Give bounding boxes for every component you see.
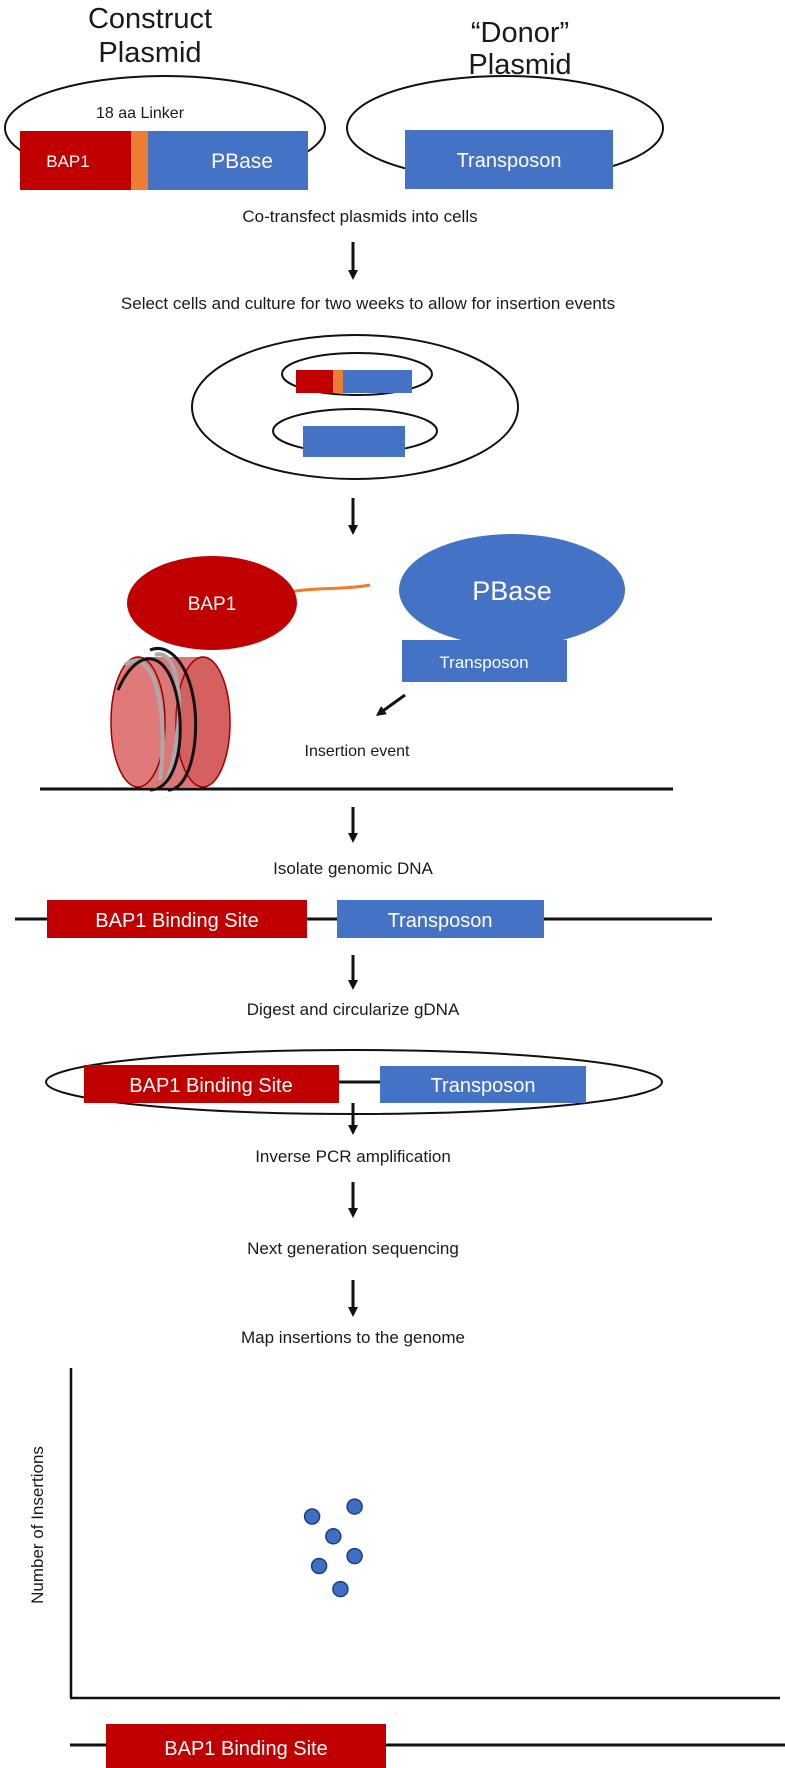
donor-transposon-label: Transposon — [457, 150, 562, 172]
step-isolate: Isolate genomic DNA — [273, 859, 433, 878]
insertion-arrow-icon — [375, 693, 406, 716]
circular-binding-site — [84, 1065, 339, 1103]
construct-pbase-segment — [148, 131, 308, 190]
complex-transposon-label: Transposon — [439, 653, 528, 672]
donor-transposon-segment — [405, 130, 613, 189]
gdna-transposon — [337, 900, 544, 938]
circular-binding-site-label: BAP1 Binding Site — [129, 1075, 292, 1097]
insertion-event-label: Insertion event — [305, 743, 411, 760]
insertion-chart: Number of Insertions — [28, 1368, 780, 1700]
bap1-protein — [127, 556, 297, 650]
construct-pbase-label: PBase — [211, 150, 273, 173]
pbase-protein-label: PBase — [472, 576, 552, 606]
bap1-protein-label: BAP1 — [188, 594, 237, 615]
cell-construct-pbase — [343, 370, 412, 393]
donor-title-line1: “Donor” — [471, 17, 569, 49]
scatter-point-5 — [310, 1557, 328, 1575]
nucleosome — [110, 647, 231, 792]
cell-construct-plasmid-ring — [281, 352, 433, 396]
cell-outline — [191, 334, 519, 480]
complex-transposon — [402, 640, 567, 682]
bottom-binding-site — [106, 1724, 386, 1768]
gdna-binding-site — [47, 900, 307, 938]
step-map: Map insertions to the genome — [241, 1328, 465, 1347]
circular-transposon-label: Transposon — [431, 1075, 536, 1097]
scatter-point-3 — [325, 1528, 342, 1545]
construct-title-line1: Construct — [88, 3, 212, 35]
scatter-point-1 — [303, 1508, 321, 1525]
cell-construct-linker — [333, 370, 343, 393]
construct-bap1-label: BAP1 — [46, 152, 89, 171]
scatter-point-4 — [346, 1547, 363, 1565]
circular-transposon — [380, 1066, 586, 1103]
scatter-point-6 — [332, 1580, 349, 1598]
step-digest: Digest and circularize gDNA — [247, 1000, 460, 1019]
cell-donor-transposon — [303, 426, 405, 457]
step-select: Select cells and culture for two weeks t… — [121, 294, 615, 313]
bottom-binding-site-label: BAP1 Binding Site — [164, 1738, 327, 1760]
chart-points — [303, 1498, 363, 1598]
linker-tether — [289, 583, 371, 594]
construct-linker-segment — [131, 131, 148, 190]
scatter-point-2 — [346, 1498, 363, 1515]
pbase-protein — [399, 534, 625, 646]
step-ngs: Next generation sequencing — [247, 1239, 459, 1258]
construct-title-line2: Plasmid — [98, 37, 201, 69]
construct-bap1-segment — [20, 131, 131, 190]
step-cotransfect: Co-transfect plasmids into cells — [242, 207, 477, 226]
linker-label: 18 aa Linker — [96, 105, 185, 122]
gdna-transposon-label: Transposon — [388, 910, 493, 932]
step-inverse-pcr: Inverse PCR amplification — [255, 1147, 451, 1166]
gdna-binding-site-label: BAP1 Binding Site — [95, 910, 258, 932]
cell-construct-bap1 — [296, 370, 333, 393]
chart-y-label: Number of Insertions — [28, 1446, 47, 1604]
